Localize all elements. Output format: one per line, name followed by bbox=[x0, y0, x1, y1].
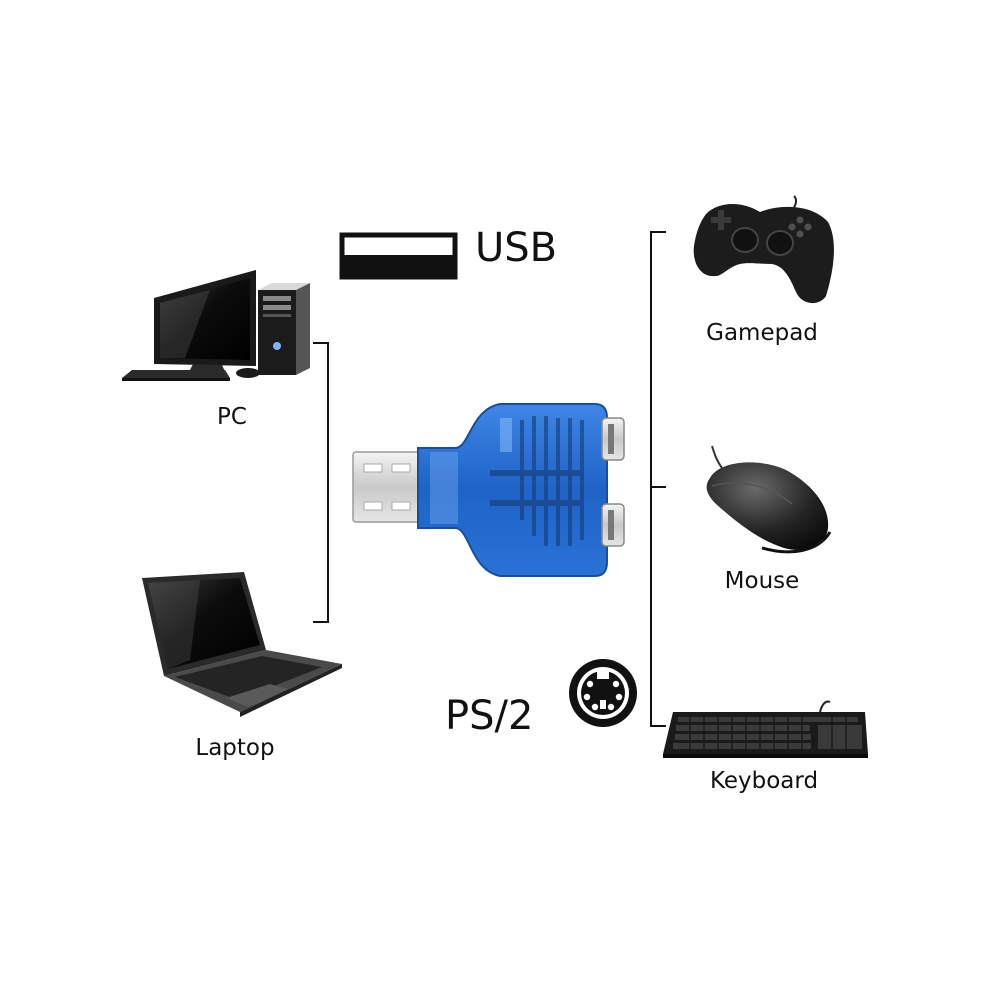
laptop-icon bbox=[142, 572, 342, 717]
usb-port-icon bbox=[339, 232, 458, 280]
laptop-label: Laptop bbox=[195, 735, 275, 761]
keyboard-label: Keyboard bbox=[709, 768, 819, 794]
right-bracket bbox=[650, 231, 666, 727]
usb-label: USB bbox=[475, 225, 558, 271]
left-bracket bbox=[313, 342, 329, 623]
ps2-port-icon bbox=[569, 659, 637, 727]
usb-to-ps2-adapter-icon bbox=[352, 403, 625, 577]
gamepad-icon bbox=[693, 195, 834, 304]
ps2-label: PS/2 bbox=[445, 693, 534, 739]
gamepad-label: Gamepad bbox=[706, 320, 818, 346]
pc-label: PC bbox=[217, 404, 247, 430]
keyboard-icon bbox=[663, 700, 868, 758]
mouse-label: Mouse bbox=[724, 568, 800, 594]
mouse-icon bbox=[706, 445, 832, 554]
desktop-computer-icon bbox=[122, 270, 310, 381]
